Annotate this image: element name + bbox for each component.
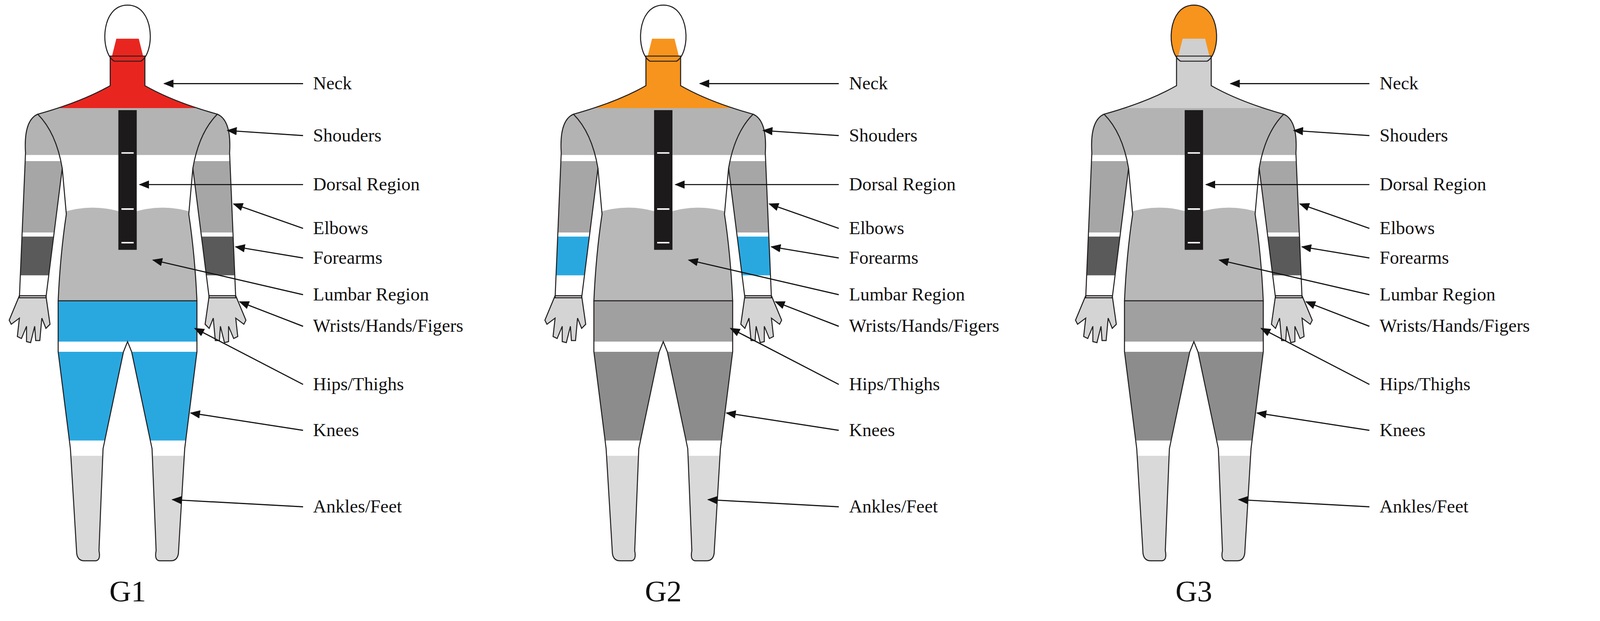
part-label: Forearms — [849, 247, 919, 270]
body-figure — [1071, 0, 1370, 572]
part-label: Dorsal Region — [313, 173, 420, 196]
part-label: Shouders — [849, 124, 918, 147]
part-label: Wrists/Hands/Figers — [849, 315, 1000, 338]
group-label: G2 — [644, 573, 682, 610]
part-label: Knees — [849, 419, 895, 442]
part-label: Hips/Thighs — [1379, 373, 1471, 396]
part-label: Wrists/Hands/Figers — [313, 315, 464, 338]
part-label: Wrists/Hands/Figers — [1379, 315, 1530, 338]
body-figure — [5, 0, 304, 572]
part-label: Elbows — [849, 217, 905, 240]
part-label: Ankles/Feet — [313, 495, 402, 519]
part-label: Hips/Thighs — [313, 373, 405, 396]
part-label: Neck — [1379, 72, 1419, 95]
part-label: Lumbar Region — [1379, 283, 1496, 306]
part-label: Neck — [849, 72, 888, 95]
part-label: Elbows — [1379, 217, 1435, 240]
part-label: Lumbar Region — [313, 283, 429, 306]
part-label: Elbows — [313, 217, 369, 240]
part-label: Shouders — [1379, 124, 1449, 147]
part-label: Ankles/Feet — [849, 495, 938, 519]
part-label: Shouders — [313, 124, 382, 147]
part-label: Ankles/Feet — [1379, 495, 1469, 519]
group-label: G3 — [1175, 573, 1213, 610]
part-label: Knees — [1379, 419, 1426, 442]
part-label: Lumbar Region — [849, 283, 965, 306]
part-label: Dorsal Region — [1379, 173, 1487, 196]
part-label: Knees — [313, 419, 359, 442]
part-label: Forearms — [1379, 247, 1449, 270]
part-label: Dorsal Region — [849, 173, 956, 196]
body-figure — [540, 0, 840, 572]
part-label: Neck — [313, 72, 352, 95]
group-label: G1 — [109, 573, 147, 610]
part-label: Forearms — [313, 247, 383, 270]
part-label: Hips/Thighs — [849, 373, 941, 396]
